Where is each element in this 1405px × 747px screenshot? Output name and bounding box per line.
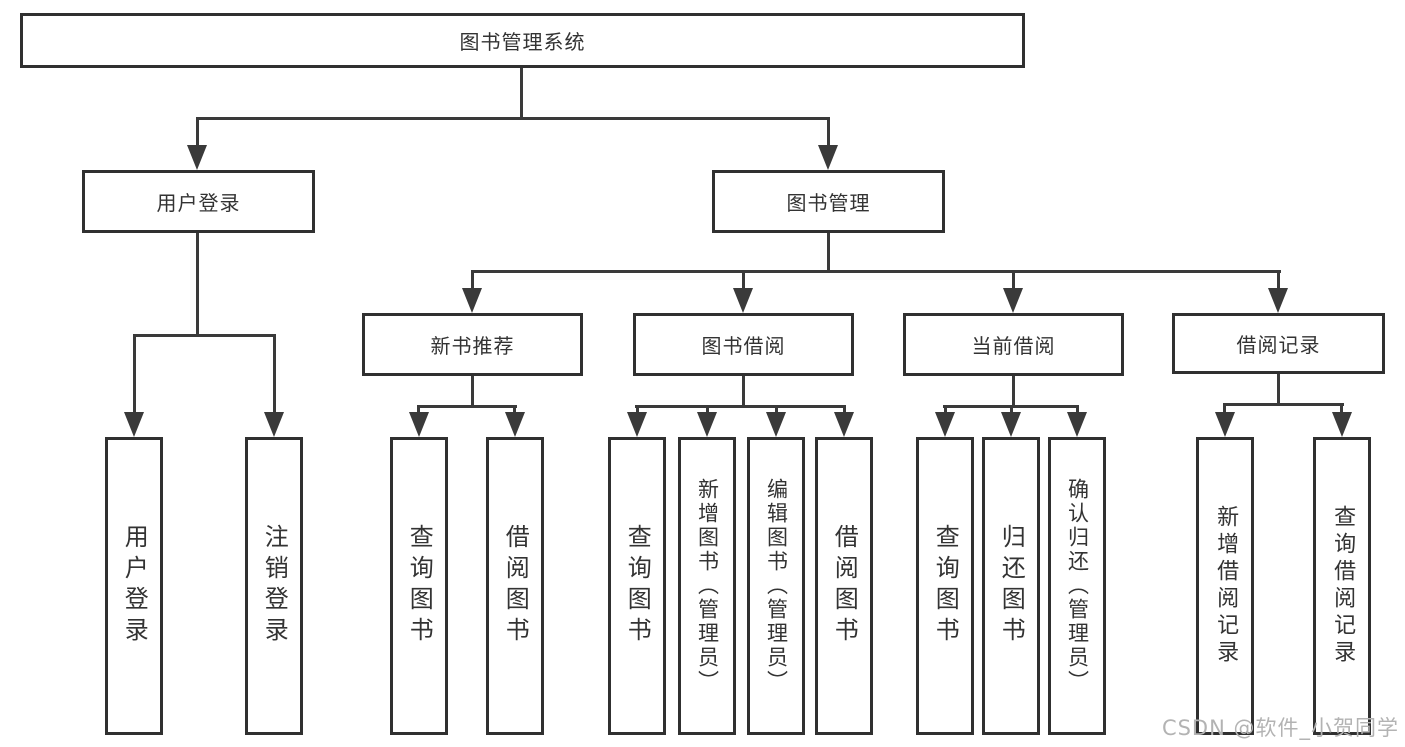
leaf-confirm-return-admin: 确认归还（管理员） [1048, 437, 1106, 735]
node-book-borrowing-label: 图书借阅 [701, 334, 786, 358]
connector-stem-g3-1 [636, 405, 639, 415]
connector-stem-leaf-login [133, 334, 136, 414]
connector-stem-g3-4 [843, 405, 846, 415]
arrowhead-g3-1 [627, 412, 647, 437]
leaf-add-borrow-record: 新增借阅记录 [1196, 437, 1254, 735]
arrowhead-user-login [187, 145, 207, 170]
connector-stem-g2-1 [417, 405, 420, 415]
connector-stem-g5-2 [1340, 403, 1343, 415]
arrowhead-g3-2 [697, 412, 717, 437]
arrowhead-new-book [462, 288, 482, 313]
node-user-login-label: 用户登录 [156, 191, 241, 215]
node-root-library-system: 图书管理系统 [20, 13, 1025, 68]
leaf-borrow-books-2: 借阅图书 [815, 437, 873, 735]
connector-level2-rail [196, 117, 830, 120]
arrowhead-g4-1 [935, 412, 955, 437]
leaf-query-books-1-label: 查询图书 [405, 524, 434, 648]
arrowhead-g5-2 [1332, 412, 1352, 437]
connector-stem-user-login [196, 117, 199, 148]
arrowhead-g3-3 [766, 412, 786, 437]
node-book-borrowing: 图书借阅 [633, 313, 854, 376]
connector-book-borrowing-rail [635, 405, 846, 408]
connector-stem-g3-3 [775, 405, 778, 415]
arrowhead-g2-1 [409, 412, 429, 437]
leaf-add-books-admin: 新增图书（管理员） [678, 437, 736, 735]
leaf-query-books-2: 查询图书 [608, 437, 666, 735]
connector-stem-book-management [827, 117, 830, 148]
leaf-logout-label: 注销登录 [260, 524, 289, 648]
connector-stem-g5-1 [1223, 403, 1226, 415]
arrowhead-g2-2 [505, 412, 525, 437]
connector-new-book-rail [417, 405, 517, 408]
leaf-borrow-books-1: 借阅图书 [486, 437, 544, 735]
connector-stem-g4-2 [1010, 405, 1013, 415]
leaf-query-books-3: 查询图书 [916, 437, 974, 735]
connector-stem-leaf-logout [273, 334, 276, 414]
csdn-watermark: CSDN @软件_小贺同学 [1161, 716, 1399, 740]
connector-stem-g3-2 [706, 405, 709, 415]
arrowhead-book-borrowing [733, 288, 753, 313]
leaf-user-login-label: 用户登录 [120, 524, 149, 648]
leaf-add-books-admin-label: 新增图书（管理员） [695, 478, 720, 694]
node-book-management-label: 图书管理 [786, 191, 871, 215]
node-current-borrowing: 当前借阅 [903, 313, 1124, 376]
connector-new-book-down [471, 376, 474, 407]
node-book-management: 图书管理 [712, 170, 945, 233]
connector-stem-g4-3 [1076, 405, 1079, 415]
arrowhead-g4-2 [1001, 412, 1021, 437]
node-borrowing-records-label: 借阅记录 [1236, 333, 1321, 357]
connector-borrowing-records-rail [1223, 403, 1344, 406]
node-new-book-recommend-label: 新书推荐 [430, 334, 515, 358]
leaf-edit-books-admin: 编辑图书（管理员） [747, 437, 805, 735]
leaf-borrow-books-1-label: 借阅图书 [501, 524, 530, 648]
connector-stem-borrowing-records [1277, 270, 1280, 290]
connector-stem-current-borrowing [1012, 270, 1015, 290]
leaf-borrow-books-2-label: 借阅图书 [830, 524, 859, 648]
leaf-user-login: 用户登录 [105, 437, 163, 735]
arrowhead-g5-1 [1215, 412, 1235, 437]
arrowhead-leaf-logout [264, 412, 284, 437]
leaf-query-borrow-record-label: 查询借阅记录 [1330, 505, 1356, 667]
connector-stem-g4-1 [944, 405, 947, 415]
connector-level3-rail [471, 270, 1281, 273]
connector-stem-new-book [471, 270, 474, 290]
connector-current-borrowing-down [1012, 376, 1015, 407]
leaf-query-books-1: 查询图书 [390, 437, 448, 735]
arrowhead-g3-4 [834, 412, 854, 437]
arrowhead-book-management [818, 145, 838, 170]
arrowhead-g4-3 [1067, 412, 1087, 437]
connector-root-stub [520, 68, 523, 120]
node-root-label: 图书管理系统 [459, 30, 586, 54]
connector-user-login-down [196, 233, 199, 337]
connector-book-borrowing-down [742, 376, 745, 407]
arrowhead-current-borrowing [1003, 288, 1023, 313]
connector-stem-book-borrowing [742, 270, 745, 290]
node-new-book-recommend: 新书推荐 [362, 313, 583, 376]
leaf-return-books: 归还图书 [982, 437, 1040, 735]
node-borrowing-records: 借阅记录 [1172, 313, 1385, 374]
leaf-logout: 注销登录 [245, 437, 303, 735]
arrowhead-borrowing-records [1268, 288, 1288, 313]
leaf-add-borrow-record-label: 新增借阅记录 [1213, 505, 1239, 667]
leaf-return-books-label: 归还图书 [997, 524, 1026, 648]
connector-user-login-rail [133, 334, 276, 337]
node-current-borrowing-label: 当前借阅 [971, 334, 1056, 358]
connector-book-management-down [827, 233, 830, 273]
connector-borrowing-records-down [1277, 374, 1280, 406]
leaf-query-borrow-record: 查询借阅记录 [1313, 437, 1371, 735]
leaf-confirm-return-admin-label: 确认归还（管理员） [1065, 478, 1090, 694]
leaf-edit-books-admin-label: 编辑图书（管理员） [764, 478, 789, 694]
leaf-query-books-3-label: 查询图书 [931, 524, 960, 648]
leaf-query-books-2-label: 查询图书 [623, 524, 652, 648]
connector-stem-g2-2 [513, 405, 516, 415]
arrowhead-leaf-login [124, 412, 144, 437]
node-user-login: 用户登录 [82, 170, 315, 233]
